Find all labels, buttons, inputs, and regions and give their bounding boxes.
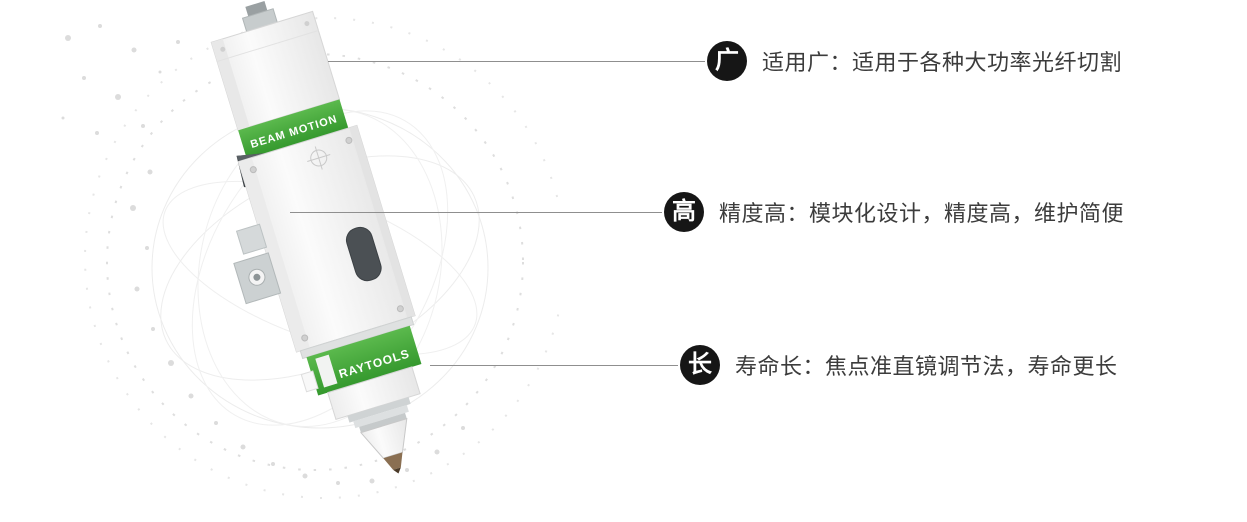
- callout-line-3: [430, 364, 678, 366]
- callout-line-2: [290, 211, 662, 213]
- dotted-circles: [84, 17, 560, 499]
- fiber-connector: [241, 1, 279, 35]
- feature-badge-3: 长: [680, 345, 720, 385]
- crosshair-mark: [307, 146, 331, 170]
- side-sticker: [300, 370, 319, 393]
- dark-slot: [345, 226, 382, 282]
- scattered-dots: [61, 24, 465, 485]
- side-bracket: [233, 223, 282, 305]
- collimator-module: [210, 10, 341, 131]
- feature-row-1: 广 适用广：适用于各种大功率光纤切割: [328, 39, 1122, 83]
- nozzle: [347, 397, 411, 474]
- feature-row-3: 长 寿命长：焦点准直镜调节法，寿命更长: [430, 343, 1118, 387]
- callout-line-1: [328, 60, 705, 62]
- feature-badge-2: 高: [664, 192, 704, 232]
- feature-text-3: 寿命长：焦点准直镜调节法，寿命更长: [735, 354, 1118, 379]
- feature-row-2: 高 精度高：模块化设计，精度高，维护简便: [290, 190, 1124, 234]
- laser-cutting-head-image: BEAM MOTION: [210, 1, 422, 474]
- feature-badge-1: 广: [707, 41, 747, 81]
- focus-module: RAYTOOLS: [300, 325, 422, 396]
- feature-text-1: 适用广：适用于各种大功率光纤切割: [762, 50, 1123, 75]
- main-body: [237, 124, 416, 353]
- feature-text-2: 精度高：模块化设计，精度高，维护简便: [719, 201, 1125, 226]
